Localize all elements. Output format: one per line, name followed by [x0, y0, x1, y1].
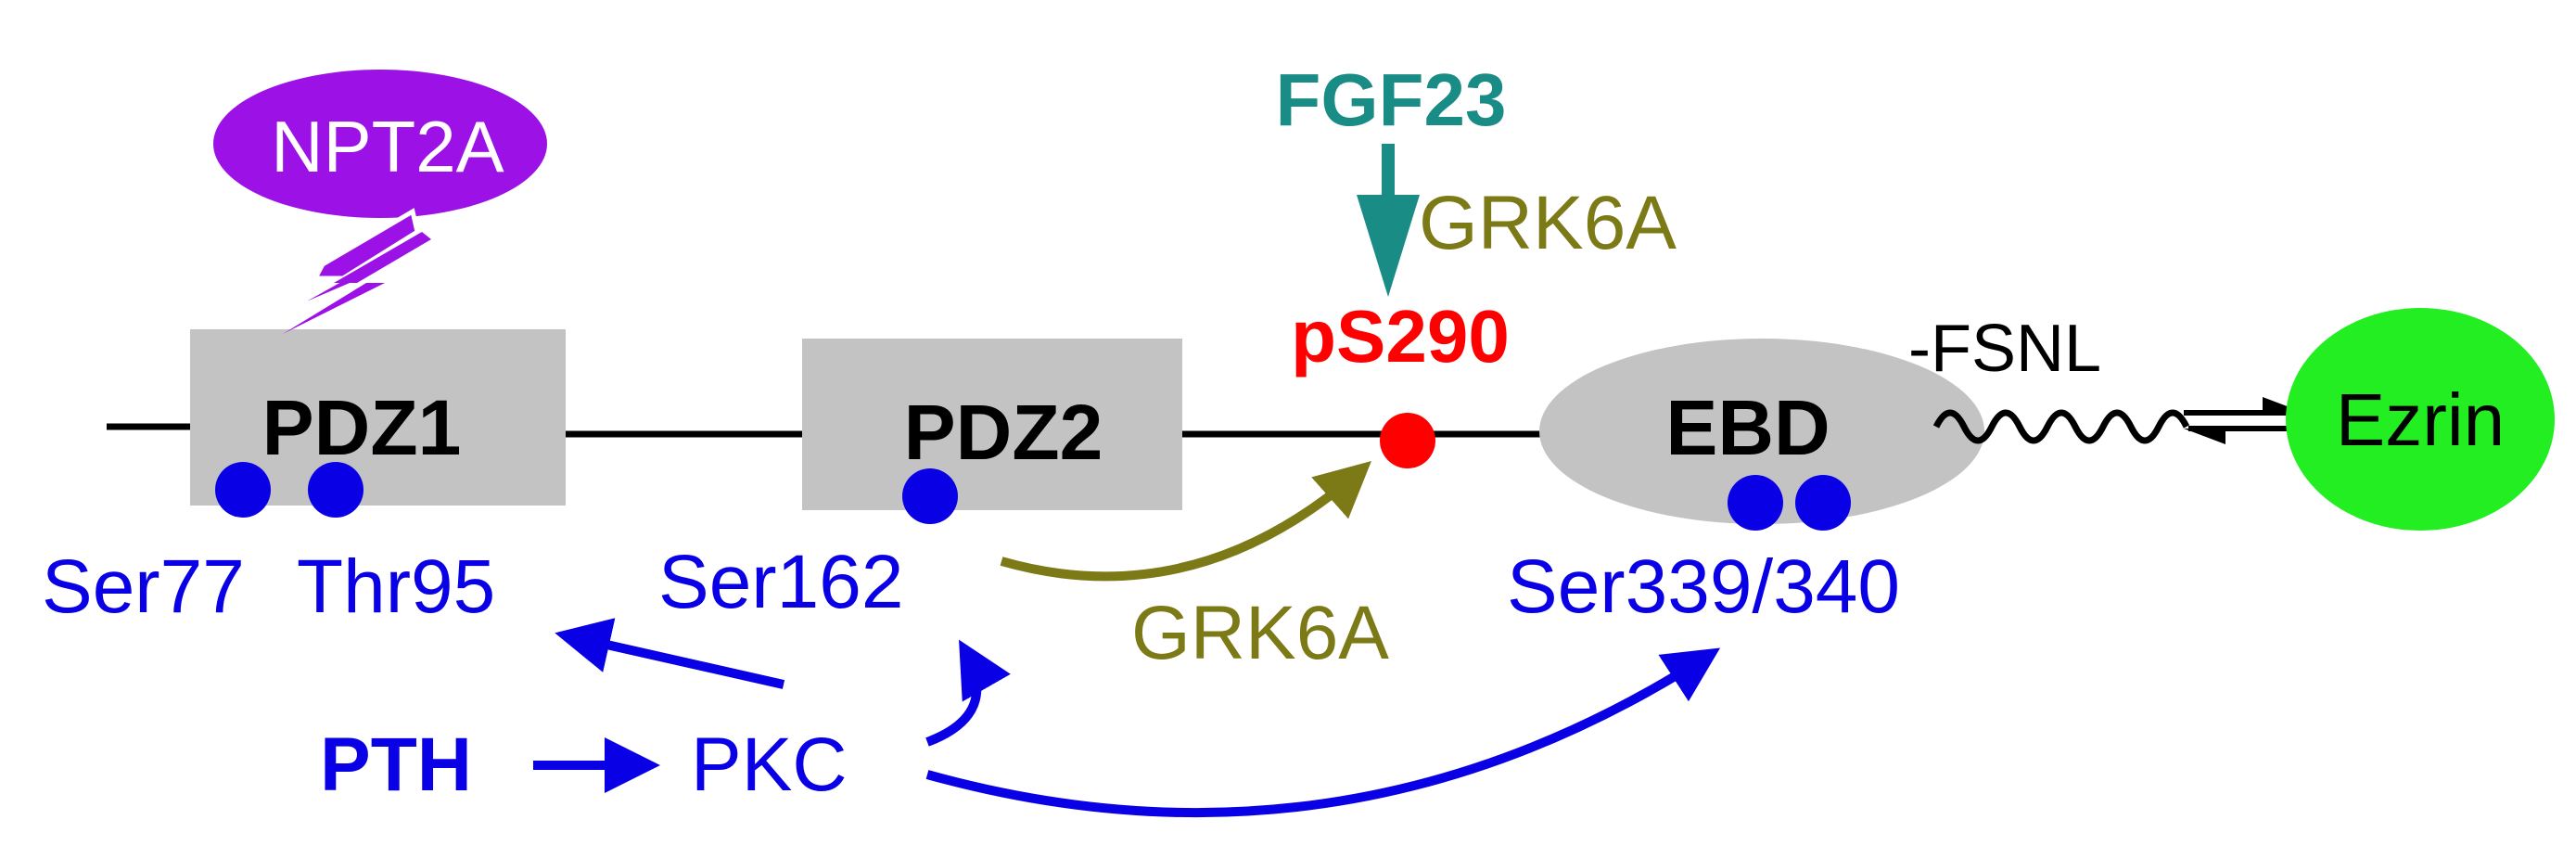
pth-label: PTH — [320, 723, 472, 807]
pdz1-label: PDZ1 — [262, 384, 462, 471]
ser339-340-label: Ser339/340 — [1507, 544, 1900, 629]
pdz2-label: PDZ2 — [904, 389, 1103, 476]
ser162-label: Ser162 — [658, 540, 903, 624]
thr95-dot — [308, 462, 363, 518]
ps290-label: pS290 — [1291, 295, 1510, 378]
grk6a-top-label: GRK6A — [1419, 181, 1677, 265]
fgf23-arrow-head — [1357, 195, 1420, 297]
lightning-bolt-shadow-icon — [283, 232, 431, 334]
pkc-to-ser162-arrow — [925, 639, 1011, 747]
ser340-dot — [1795, 475, 1851, 531]
ps290-dot — [1380, 413, 1435, 468]
equilibrium-reverse-head — [2184, 429, 2225, 444]
npt2a-ellipse — [213, 70, 547, 218]
fsnl-wavy-line — [1932, 409, 2190, 444]
grk6a-bottom-label: GRK6A — [1131, 591, 1389, 675]
ezrin-ellipse — [2286, 308, 2555, 531]
pdz2-domain — [802, 339, 1182, 510]
thr95-label: Thr95 — [297, 544, 495, 629]
ebd-domain — [1539, 339, 1984, 524]
pkc-to-pdz1-arrow — [555, 618, 785, 689]
fgf23-label: FGF23 — [1276, 58, 1507, 141]
lightning-bolt-icon — [267, 208, 420, 323]
ser339-dot — [1728, 475, 1783, 531]
ezrin-label: Ezrin — [2336, 378, 2505, 461]
ebd-label: EBD — [1665, 384, 1830, 471]
ser77-label: Ser77 — [42, 544, 245, 629]
pkc-label: PKC — [691, 723, 848, 807]
npt2a-label: NPT2A — [271, 106, 504, 187]
pkc-to-ebd-arrow — [925, 647, 1721, 818]
grk6a-arrow — [1000, 461, 1371, 582]
fsnl-label: -FSNL — [1908, 312, 2101, 386]
ser162-dot — [902, 468, 958, 524]
ser77-dot — [215, 462, 271, 518]
